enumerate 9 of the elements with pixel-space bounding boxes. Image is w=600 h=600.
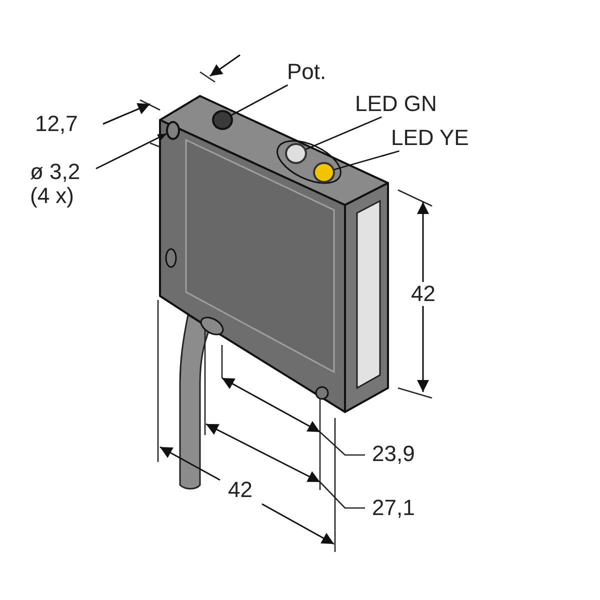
callout-label: LED GN: [355, 92, 467, 117]
leader-line: [230, 84, 288, 116]
leader-line: [334, 150, 400, 170]
leader-line: [96, 132, 168, 170]
leader-line: [305, 116, 382, 150]
dimension-label: 42: [411, 282, 436, 306]
callout-label: ø 3,2 (4 x): [30, 160, 96, 210]
callout-label: Pot.: [287, 60, 335, 85]
callout-label: LED YE: [391, 126, 495, 151]
